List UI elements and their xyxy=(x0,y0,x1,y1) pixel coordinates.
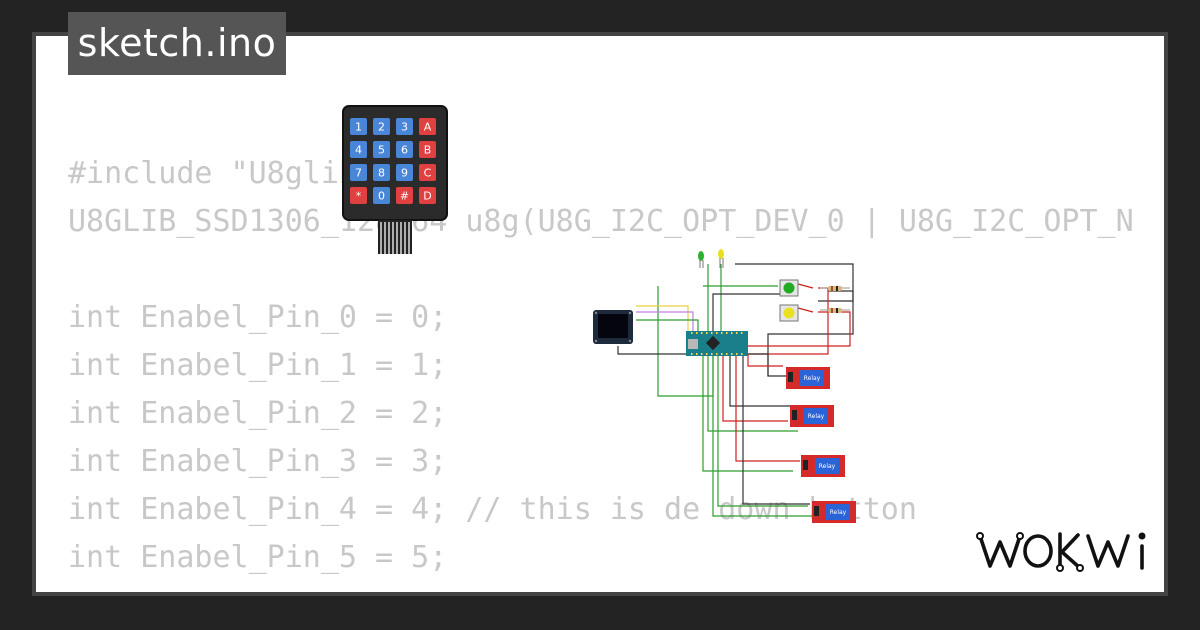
keypad-key: * xyxy=(350,187,367,204)
keypad-key: 6 xyxy=(396,141,413,158)
keypad-key-label: 6 xyxy=(401,144,408,157)
keypad-key: 3 xyxy=(396,118,413,135)
keypad-key-label: 5 xyxy=(378,144,385,157)
code-line: int Enabel_Pin_3 = 3; xyxy=(68,444,448,479)
code-line: U8GLIB_SSD1306_128X64 u8g(U8G_I2C_OPT_DE… xyxy=(68,204,1132,239)
keypad-key: 0 xyxy=(373,187,390,204)
relay-module-4: Relay xyxy=(812,501,856,523)
relay-label: Relay xyxy=(804,375,821,382)
keypad-key: 1 xyxy=(350,118,367,135)
relay-label: Relay xyxy=(819,463,836,470)
keypad-key: B xyxy=(419,141,436,158)
code-line: int Enabel_Pin_1 = 1; xyxy=(68,348,448,383)
keypad-key-label: # xyxy=(400,190,409,203)
keypad-key: 7 xyxy=(350,164,367,181)
keypad-key-label: 3 xyxy=(401,121,408,134)
keypad-key: 8 xyxy=(373,164,390,181)
keypad-key-label: 8 xyxy=(378,167,385,180)
oled-display xyxy=(593,310,633,344)
code-line: int Enabel_Pin_5 = 5; xyxy=(68,540,448,575)
keypad-key: 9 xyxy=(396,164,413,181)
keypad-key: A xyxy=(419,118,436,135)
keypad-key: 2 xyxy=(373,118,390,135)
keypad-component: 1 2 3 A 4 5 6 B 7 8 9 C * 0 # D xyxy=(342,105,448,254)
code-line: int Enabel_Pin_2 = 2; xyxy=(68,396,448,431)
keypad-key-label: 1 xyxy=(355,121,362,134)
led-green xyxy=(698,251,704,268)
pushbutton-yellow xyxy=(779,304,799,322)
relay-module-3: Relay xyxy=(801,455,845,477)
relay-label: Relay xyxy=(830,509,847,516)
keypad-key-label: D xyxy=(423,190,431,203)
keypad-key: D xyxy=(419,187,436,204)
keypad-key: # xyxy=(396,187,413,204)
led-yellow xyxy=(718,249,724,268)
wokwi-logo-icon xyxy=(976,532,1146,572)
circuit-diagram: Relay Relay Relay Relay xyxy=(593,249,856,523)
code-line: #include "U8glib.h" xyxy=(68,156,412,191)
keypad-key-label: C xyxy=(424,167,432,180)
relay-module-1: Relay xyxy=(786,367,830,389)
resistor-2 xyxy=(820,308,850,313)
keypad-key-label: * xyxy=(356,190,362,203)
keypad-key-label: 2 xyxy=(378,121,385,134)
code-line: int Enabel_Pin_6 = 6; xyxy=(68,582,1132,592)
code-line: int Enabel_Pin_0 = 0; xyxy=(68,300,448,335)
keypad-key-label: B xyxy=(424,144,432,157)
relay-label: Relay xyxy=(808,413,825,420)
keypad-key-label: 9 xyxy=(401,167,408,180)
keypad-key-label: A xyxy=(424,121,432,134)
relay-module-2: Relay xyxy=(790,405,834,427)
keypad-key-label: 0 xyxy=(378,190,385,203)
pushbutton-green xyxy=(779,279,799,297)
resistor-1 xyxy=(820,286,850,291)
keypad-key-label: 7 xyxy=(355,167,362,180)
keypad-key: 5 xyxy=(373,141,390,158)
filename-tab: sketch.ino xyxy=(68,12,286,75)
keypad-key: C xyxy=(419,164,436,181)
keypad-key-label: 4 xyxy=(355,144,362,157)
keypad-key: 4 xyxy=(350,141,367,158)
arduino-nano xyxy=(686,331,748,356)
